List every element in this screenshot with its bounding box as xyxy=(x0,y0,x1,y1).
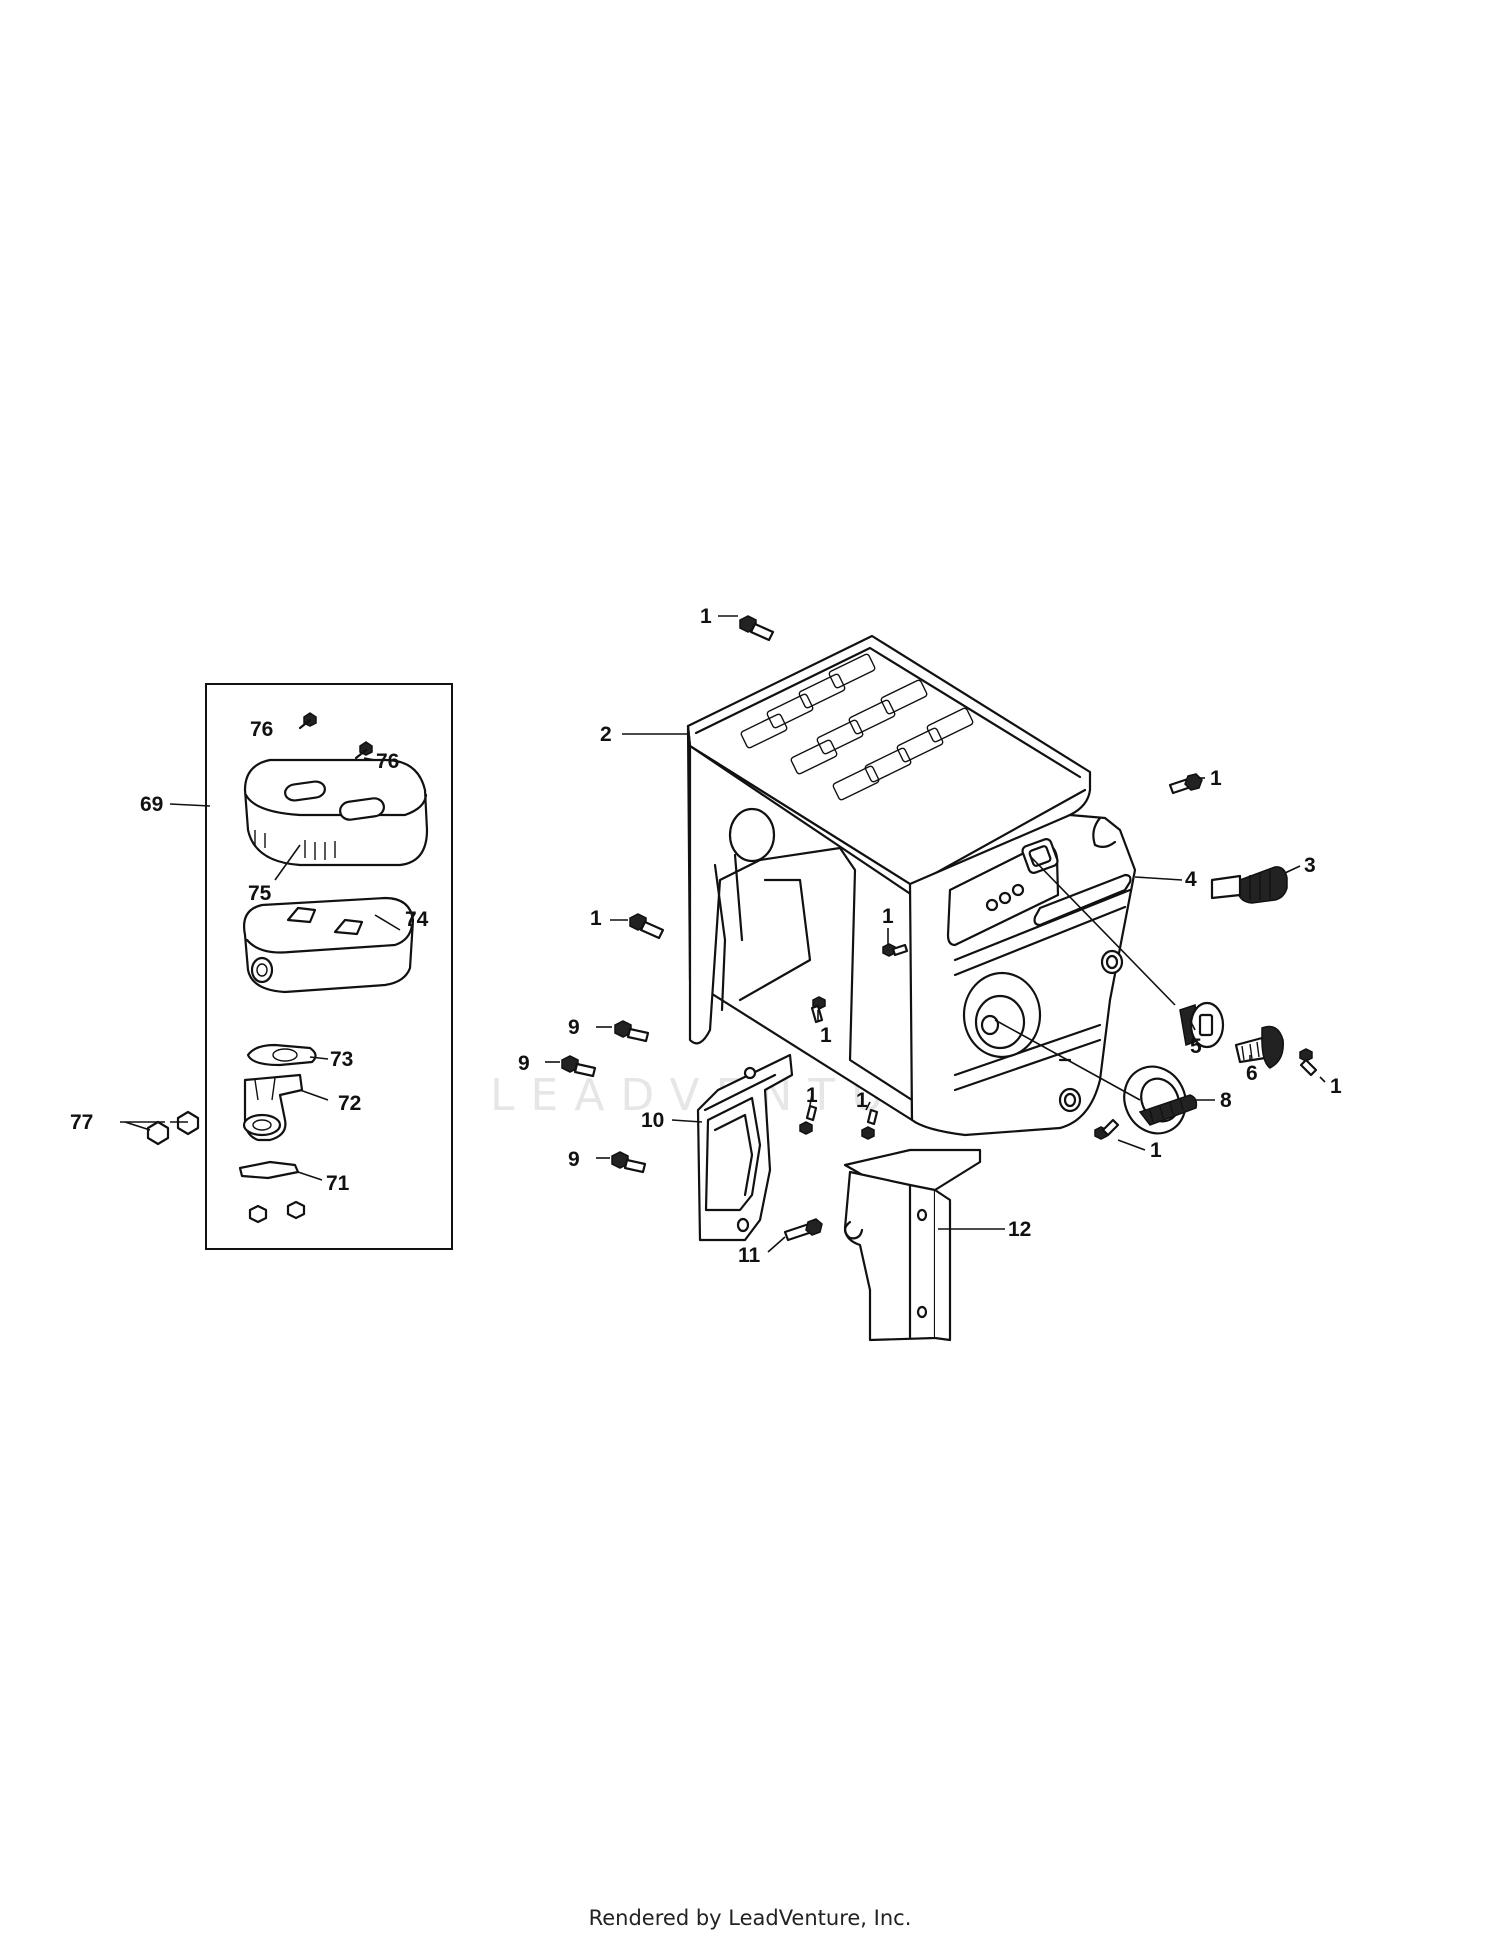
callout-labels: 1 2 1 3 4 1 1 5 1 6 1 8 9 9 1 1 10 1 9 1… xyxy=(70,605,1342,1267)
callout-10: 10 xyxy=(641,1109,664,1132)
muffler-body xyxy=(243,896,415,994)
callout-1-bottom-right: 1 xyxy=(1150,1139,1162,1162)
callout-3: 3 xyxy=(1304,854,1316,877)
callout-9-b: 9 xyxy=(518,1052,530,1075)
muffler-screws xyxy=(298,712,373,760)
callout-74: 74 xyxy=(405,908,429,931)
exhaust-pipe xyxy=(242,1073,304,1142)
callout-1-left-mid: 1 xyxy=(590,907,602,930)
callout-69: 69 xyxy=(140,793,163,816)
muffler-gasket xyxy=(246,1043,317,1067)
ignition-switch xyxy=(1179,1001,1225,1049)
callout-11: 11 xyxy=(738,1244,761,1267)
callout-1-lower-b: 1 xyxy=(856,1089,868,1112)
callout-76-b: 76 xyxy=(376,750,399,773)
support-bracket xyxy=(843,1148,982,1342)
callout-1-right-upper: 1 xyxy=(1210,767,1222,790)
callout-8: 8 xyxy=(1220,1089,1232,1112)
callout-75: 75 xyxy=(248,882,272,905)
exhaust-nuts xyxy=(146,1110,200,1146)
leader-lines-left xyxy=(120,724,401,1181)
heat-deflector xyxy=(696,1053,794,1242)
callout-2: 2 xyxy=(600,723,612,746)
screws xyxy=(561,615,1318,1242)
callout-72: 72 xyxy=(338,1092,361,1115)
control-panel xyxy=(908,813,1137,1137)
ignition-key xyxy=(1210,866,1288,904)
flange-nuts xyxy=(248,1200,306,1224)
callout-1-right-lower: 1 xyxy=(1330,1075,1342,1098)
engine-shroud xyxy=(686,634,1092,1122)
callout-12: 12 xyxy=(1008,1218,1031,1241)
muffler-heat-shield xyxy=(243,758,429,867)
callout-1-center-a: 1 xyxy=(882,905,894,928)
callout-71: 71 xyxy=(326,1172,350,1195)
callout-9-c: 9 xyxy=(568,1148,580,1171)
choke-knob xyxy=(1234,1025,1284,1069)
leader-lines-right xyxy=(545,615,1326,1253)
callout-1-center-b: 1 xyxy=(820,1024,832,1047)
footer-credit: Rendered by LeadVenture, Inc. xyxy=(588,1906,912,1930)
recoil-starter-handle xyxy=(1123,1065,1198,1135)
callout-76-a: 76 xyxy=(250,718,273,741)
callout-5: 5 xyxy=(1190,1035,1202,1058)
callout-6: 6 xyxy=(1246,1062,1258,1085)
callout-1-top: 1 xyxy=(700,605,712,628)
callout-73: 73 xyxy=(330,1048,353,1071)
callout-77: 77 xyxy=(70,1111,93,1134)
callout-1-lower-a: 1 xyxy=(806,1084,818,1107)
muffler-kit-box xyxy=(205,683,453,1250)
lock-plate xyxy=(238,1160,300,1180)
callout-4: 4 xyxy=(1185,868,1197,891)
callout-9-a: 9 xyxy=(568,1016,580,1039)
